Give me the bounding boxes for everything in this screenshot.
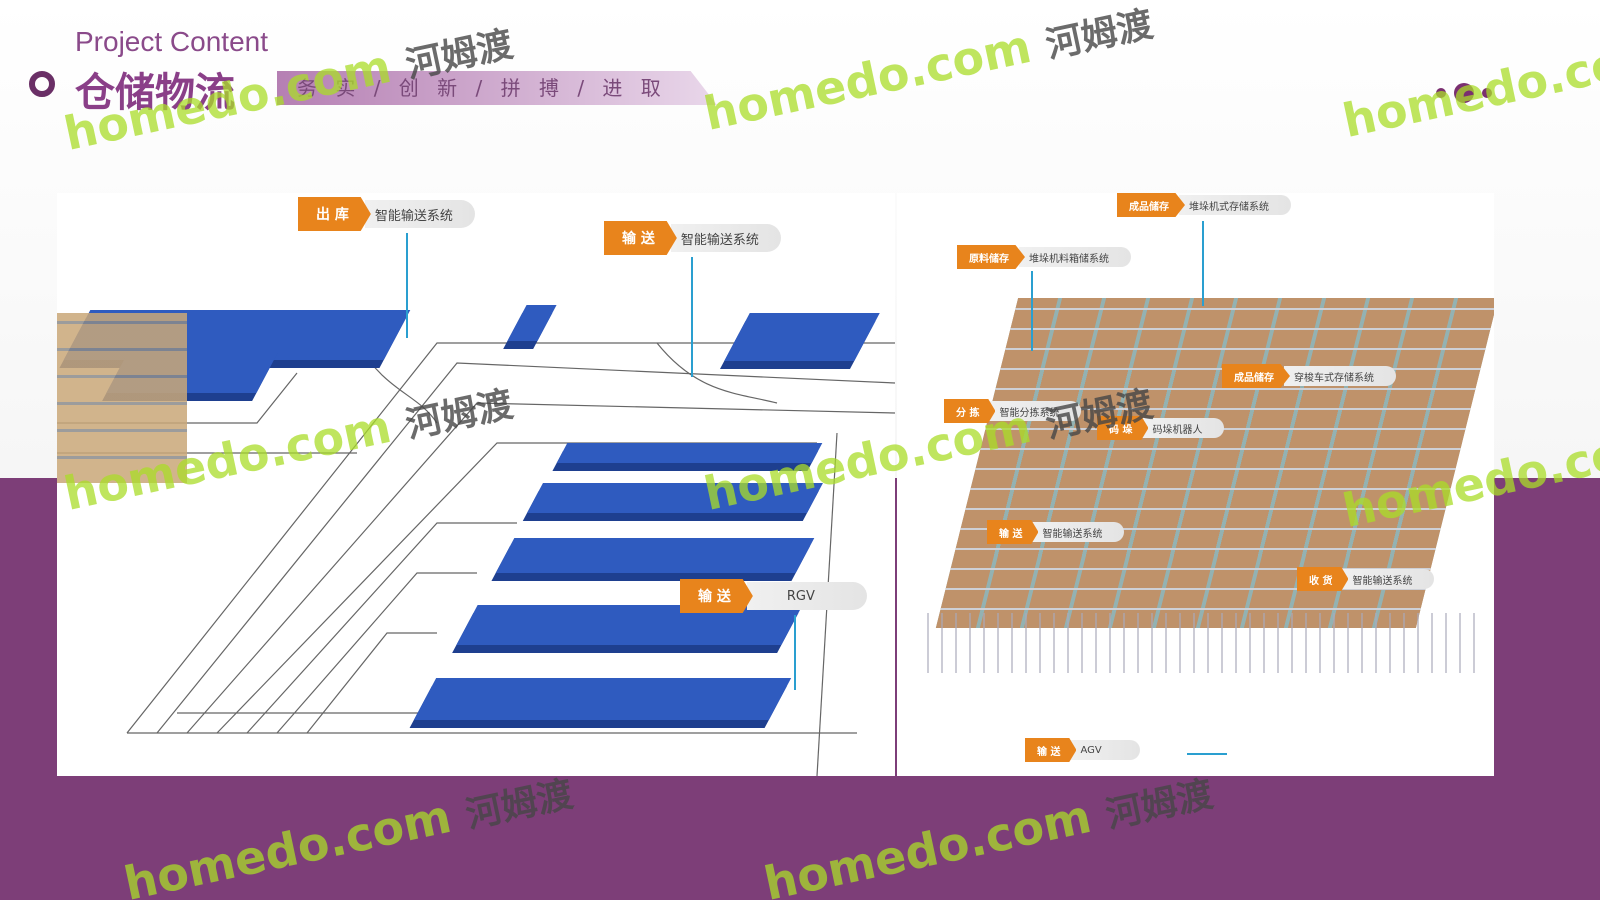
callout-conveyor: 输 送智能输送系统 [604,221,781,255]
callout-outbound: 出 库智能输送系统 [298,197,475,231]
storage-block [556,443,823,463]
decorative-dots-icon [1436,82,1500,103]
callout-shuttle-storage: 成品储存穿梭车式存储系统 [1222,364,1396,388]
ring-bullet-icon [29,71,55,97]
storage-block [724,313,880,361]
callout-line [1187,753,1227,755]
callout-palletizing: 码 垛码垛机器人 [1097,416,1225,440]
callout-raw-storage: 原料储存堆垛机料箱储系统 [957,245,1131,269]
callout-sorting: 分 拣智能分拣系统 [944,399,1082,423]
storage-block [495,538,815,573]
slogan-banner: 务 实 / 创 新 / 拼 搏 / 进 取 [277,71,717,105]
callout-line [794,615,796,690]
page-title: 仓储物流 [75,70,235,116]
callout-line [691,257,693,377]
callout-line [1202,221,1204,306]
storage-block [413,678,792,720]
callout-line [1031,271,1033,351]
subtitle: Project Content [75,26,268,57]
automated-storage-diagram: 成品储存堆垛机式存储系统 原料储存堆垛机料箱储系统 成品储存穿梭车式存储系统 分… [897,193,1494,776]
conveyor-floor [927,613,1487,673]
callout-conveyor: 输 送智能输送系统 [987,520,1125,544]
storage-block [527,483,823,513]
shelf-rack [57,313,187,483]
callout-finished-stacker: 成品储存堆垛机式存储系统 [1117,193,1291,217]
callout-line [406,233,408,338]
callout-receiving: 收 货智能输送系统 [1297,567,1435,591]
